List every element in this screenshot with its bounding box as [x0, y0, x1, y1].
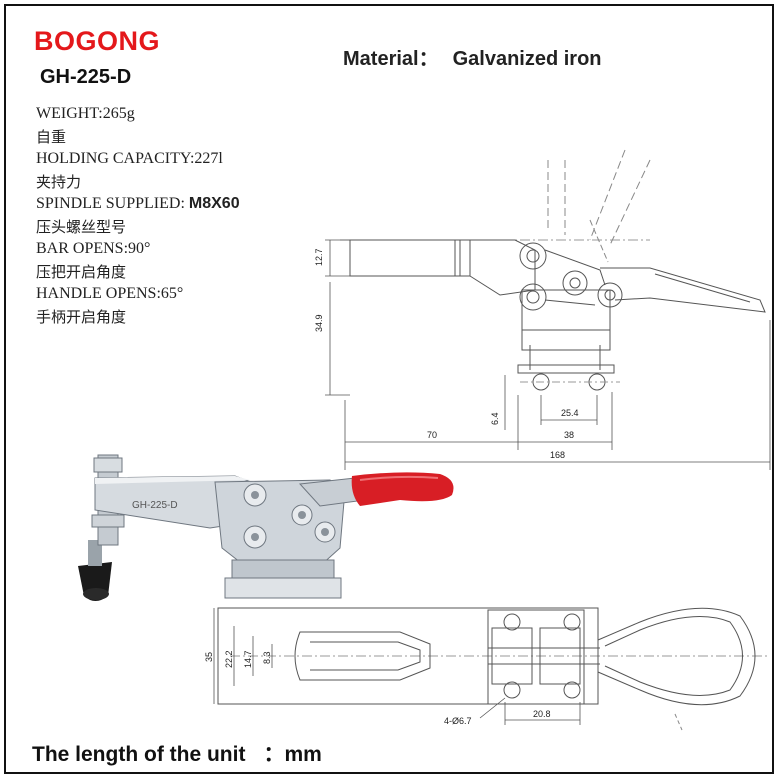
spec-holding-capacity: HOLDING CAPACITY:227l: [36, 150, 223, 167]
top-view-dimension-labels: 35 22.2 14.7 8.3 4-Ø6.7 20.8: [204, 650, 551, 726]
spec-list: WEIGHT:265g 自重 HOLDING CAPACITY:227l 夹持力…: [36, 103, 240, 328]
spec-weight-cn: 自重: [36, 127, 67, 146]
spec-spindle-label: SPINDLE SUPPLIED:: [36, 195, 185, 212]
spec-spindle-cn: 压头螺丝型号: [36, 217, 127, 236]
spec-holding-capacity-cn: 夹持力: [36, 172, 82, 191]
side-view-drawing: [340, 149, 766, 391]
dim-hole-diameter: 4-Ø6.7: [444, 716, 472, 726]
product-marking: GH-225-D: [132, 500, 178, 511]
dim-6-4: 6.4: [490, 412, 500, 425]
dim-8-3: 8.3: [262, 651, 272, 664]
dim-70: 70: [427, 430, 437, 440]
material-value: Galvanized iron: [452, 48, 602, 70]
spec-bar-opens: BAR OPENS:90°: [36, 240, 151, 257]
unit-label: The length of the unit: [32, 743, 246, 766]
dim-38: 38: [564, 430, 574, 440]
side-view-dimension-labels: 12.7 34.9 6.4 25.4 70 38 168: [314, 248, 579, 460]
brand-name: BOGONG: [34, 26, 161, 56]
top-view-dimension-lines: [213, 608, 581, 725]
image-frame: [4, 4, 774, 774]
spec-weight: WEIGHT:265g: [36, 105, 135, 122]
material-label: Material：: [343, 48, 439, 70]
dim-14-7: 14.7: [243, 650, 253, 668]
spec-spindle: SPINDLE SUPPLIED: M8X60: [36, 193, 240, 216]
unit-value: ：mm: [263, 743, 322, 766]
spec-handle-opens-cn: 手柄开启角度: [36, 307, 127, 326]
spec-spindle-value: M8X60: [188, 195, 240, 212]
dim-22-2: 22.2: [224, 650, 234, 668]
dim-20-8: 20.8: [533, 709, 551, 719]
spec-bar-opens-cn: 压把开启角度: [36, 262, 127, 281]
dim-25-4: 25.4: [561, 408, 579, 418]
dim-35: 35: [204, 652, 214, 662]
material-line: Material： Galvanized iron: [343, 42, 602, 71]
dim-34-9: 34.9: [314, 314, 324, 332]
side-view-dimension-lines: [325, 239, 771, 470]
spec-handle-opens: HANDLE OPENS:65°: [36, 285, 184, 302]
top-view-drawing: [217, 607, 770, 731]
unit-footer: The length of the unit ：mm: [32, 738, 322, 768]
dim-12-7: 12.7: [314, 248, 324, 266]
dim-168: 168: [550, 450, 565, 460]
model-number: GH-225-D: [40, 66, 132, 88]
clamp-product-photo: GH-225-D: [78, 454, 454, 601]
